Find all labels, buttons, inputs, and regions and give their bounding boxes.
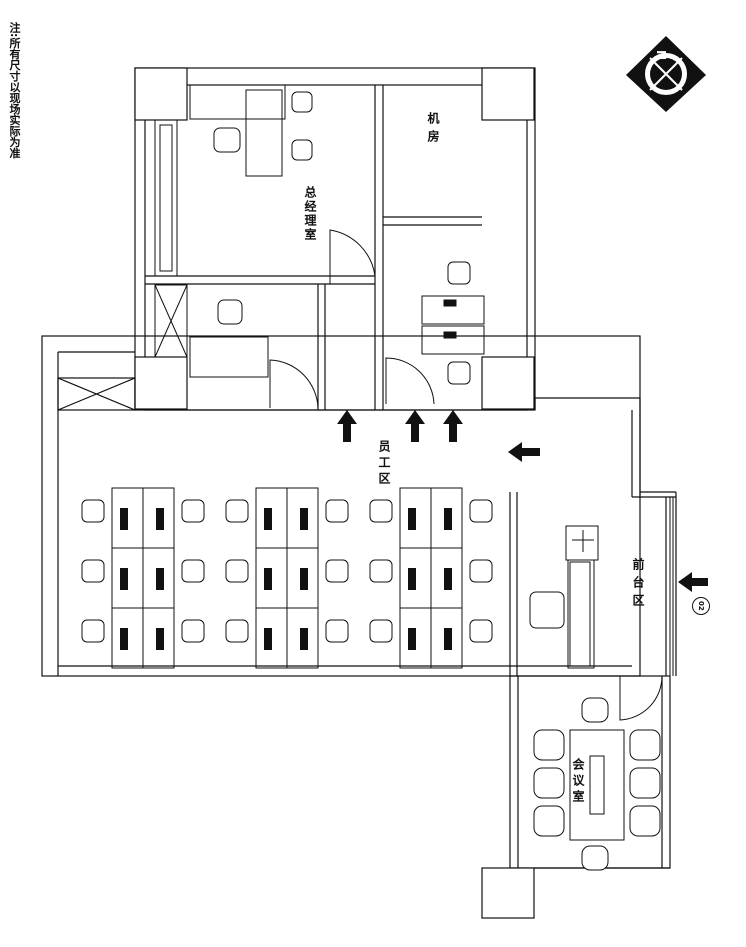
arrow-icons: [337, 410, 708, 592]
compass-letter: N: [654, 49, 669, 61]
reception-desk: [529, 525, 599, 669]
room-label-server-room: 机房: [426, 112, 440, 148]
cabinet: [154, 84, 286, 378]
keyboard-icons: [120, 508, 452, 650]
view-marker: 02: [692, 597, 710, 615]
room-label-general-manager: 总经理室: [303, 186, 317, 242]
desk: [421, 295, 485, 355]
room-label-reception: 前台区: [631, 558, 645, 612]
doors: [269, 229, 663, 721]
compass-icon: [626, 36, 706, 112]
room-label-meeting-room: 会议室: [571, 758, 585, 806]
desk-blocks: [111, 487, 463, 669]
chair-icons: [81, 91, 661, 871]
room-label-staff-area: 员工区: [377, 440, 391, 488]
dimension-note: 注:所有尺寸以现场实际为准: [8, 22, 21, 159]
window: [669, 497, 674, 676]
meeting-table: [569, 729, 625, 841]
